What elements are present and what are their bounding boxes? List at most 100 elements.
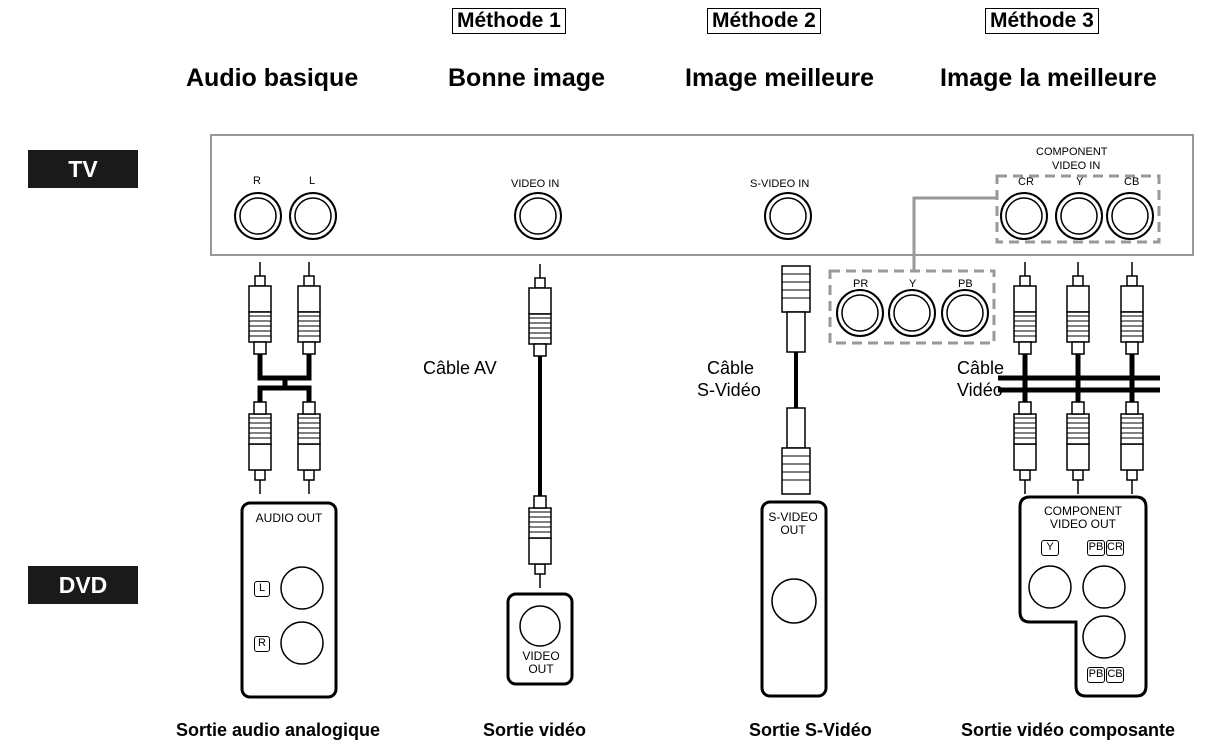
video-plug-bottom-strain — [533, 495, 547, 509]
dvd-svideo-out-label-2: OUT — [780, 523, 806, 537]
audio-cable-bottom — [257, 385, 312, 402]
component-plug-bottom-1-tip — [1072, 469, 1084, 481]
method-2-label: Méthode 2 — [707, 8, 821, 34]
component-plug-bottom-1-strain — [1071, 401, 1085, 415]
dvd-component-jack-pb — [1082, 565, 1126, 609]
audio-plug-top-l-tip — [303, 275, 315, 287]
cable-svideo-label-2: S-Vidéo — [697, 380, 761, 400]
dvd-pb-tag: PB — [1087, 540, 1105, 556]
dvd-video-out-label-2: OUT — [528, 662, 554, 676]
cable-svideo-label-1: Câble — [707, 358, 755, 378]
heading-method-2: Image meilleure — [685, 64, 874, 92]
cable-video-label-2: Vidéo — [957, 380, 1003, 400]
tv-cb-label: CB — [1124, 176, 1140, 188]
video-plug-bottom-tip — [534, 563, 546, 575]
dvd-block: DVD — [28, 566, 138, 604]
svideo-bottom-body — [786, 407, 806, 449]
audio-cable-top — [257, 354, 312, 381]
tv-jack-svideo-in-inner — [769, 197, 807, 235]
component-plug-top-2-strain — [1125, 341, 1139, 355]
dvd-video-jack — [519, 605, 561, 647]
audio-plug-bottom-r-tip — [254, 469, 266, 481]
dvd-r-tag: R — [254, 636, 270, 652]
alt-pb-label: PB — [958, 278, 973, 290]
tv-component-label-2: VIDEO IN — [1052, 160, 1101, 172]
svideo-top-body — [786, 311, 806, 353]
component-plug-top-2-ring — [1120, 285, 1144, 313]
dvd-cr-tag: CR — [1106, 540, 1124, 556]
dvd-audio-jack-r — [280, 621, 324, 665]
audio-plug-top-r-strain — [253, 341, 267, 355]
dvd-l-tag: L — [254, 581, 270, 597]
alt-jack-pb — [941, 289, 989, 337]
tv-jack-cb — [1106, 192, 1154, 240]
alt-jack-pr — [836, 289, 884, 337]
audio-plug-bottom-r-ring — [248, 443, 272, 471]
video-plug-top-ring — [528, 287, 552, 315]
footer-svideo: Sortie S-Vidéo — [749, 720, 872, 740]
cable-av-label: Câble AV — [423, 358, 497, 378]
tv-video-in-label: VIDEO IN — [511, 178, 560, 190]
tv-jack-video-in-inner — [519, 197, 557, 235]
alt-connector-line — [912, 196, 997, 270]
tv-cr-label: CR — [1018, 176, 1034, 188]
component-plug-top-1-tip — [1072, 275, 1084, 287]
svideo-bottom-head — [781, 447, 811, 495]
audio-plug-bottom-l-ring — [297, 443, 321, 471]
dvd-component-jack-pr — [1082, 615, 1126, 659]
tv-jack-cb-inner — [1111, 197, 1149, 235]
component-plug-bottom-0-strain — [1018, 401, 1032, 415]
component-plug-top-0-tip — [1019, 275, 1031, 287]
tv-jack-cr — [1000, 192, 1048, 240]
alt-pr-label: PR — [853, 278, 869, 290]
cable-video-label-1: Câble — [957, 358, 1005, 378]
alt-jacks-dashed-box — [828, 269, 996, 345]
footer-audio: Sortie audio analogique — [176, 720, 381, 740]
dvd-pb-tag-lower: PB — [1087, 667, 1105, 683]
tv-jack-r-label: R — [253, 175, 261, 187]
tv-block: TV — [28, 150, 138, 188]
tv-y-label: Y — [1076, 176, 1084, 188]
footer-video: Sortie vidéo — [483, 720, 587, 740]
svideo-top-head — [781, 265, 811, 313]
alt-jack-pr-inner — [841, 294, 879, 332]
alt-jack-y-inner — [893, 294, 931, 332]
tv-jack-r — [234, 192, 282, 240]
dvd-svideo-jack — [771, 578, 817, 624]
tv-component-dashed-box — [995, 174, 1161, 244]
method-1-label: Méthode 1 — [452, 8, 566, 34]
dvd-component-out-label-2: VIDEO OUT — [1049, 517, 1116, 531]
video-plug-top-strain — [533, 343, 547, 357]
dvd-y-tag: Y — [1041, 540, 1059, 556]
video-plug-top-tip — [534, 277, 546, 289]
video-plug-bottom-ring — [528, 537, 552, 565]
component-plug-bottom-2-strain — [1125, 401, 1139, 415]
tv-jack-l — [289, 192, 337, 240]
audio-plug-bottom-l-strain — [302, 401, 316, 415]
component-plug-top-1-strain — [1071, 341, 1085, 355]
component-plug-bottom-0-tip — [1019, 469, 1031, 481]
audio-plug-bottom-l-tip — [303, 469, 315, 481]
alt-jack-pb-inner — [946, 294, 984, 332]
tv-jack-l-label: L — [309, 175, 316, 187]
method-3-label: Méthode 3 — [985, 8, 1099, 34]
dvd-video-out-label-1: VIDEO — [522, 649, 560, 663]
dvd-svideo-out-label-1: S-VIDEO — [768, 510, 818, 524]
dvd-component-out-label-1: COMPONENT — [1044, 504, 1122, 518]
tv-jack-cr-inner — [1005, 197, 1043, 235]
component-plug-top-0-strain — [1018, 341, 1032, 355]
dvd-audio-jack-l — [280, 566, 324, 610]
tv-svideo-in-label: S-VIDEO IN — [750, 178, 810, 190]
component-plug-bottom-1-ring — [1066, 443, 1090, 471]
alt-jack-y — [888, 289, 936, 337]
component-plug-top-1-ring — [1066, 285, 1090, 313]
tv-jack-y — [1055, 192, 1103, 240]
dvd-component-jack-y — [1028, 565, 1072, 609]
alt-y-label: Y — [909, 278, 917, 290]
component-plug-bottom-2-tip — [1126, 469, 1138, 481]
tv-component-label-1: COMPONENT — [1036, 146, 1108, 158]
component-plug-top-2-tip — [1126, 275, 1138, 287]
heading-audio: Audio basique — [186, 64, 359, 92]
